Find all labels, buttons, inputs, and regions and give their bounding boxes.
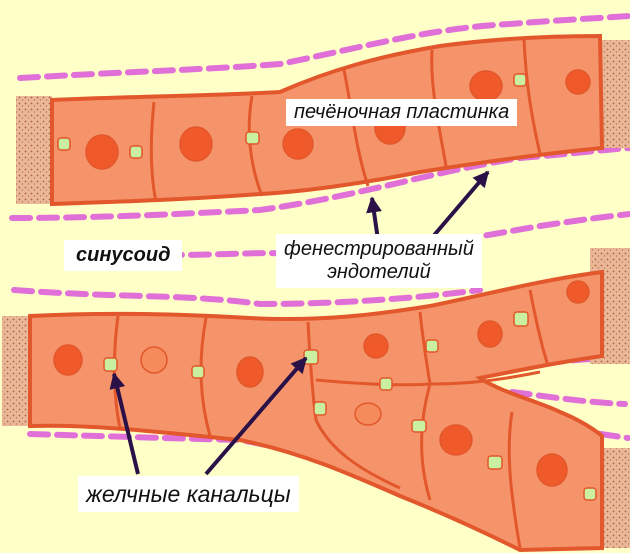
bile-canaliculus <box>130 146 142 158</box>
nucleus <box>470 71 502 101</box>
nucleus <box>567 281 589 303</box>
label-liver-plate: печёночная пластинка <box>286 99 517 126</box>
arrow-endothelium-2 <box>430 172 488 240</box>
bile-canaliculus <box>584 488 596 500</box>
label-endothelium-line1: фенестрированный <box>284 238 474 261</box>
bile-canaliculus <box>304 350 318 364</box>
nucleus <box>180 127 212 161</box>
nucleus <box>141 347 167 373</box>
bile-canaliculus <box>192 366 204 378</box>
bile-canaliculus <box>514 74 526 86</box>
label-endothelium-line2: эндотелий <box>284 261 474 284</box>
nucleus <box>440 425 472 455</box>
nucleus <box>86 135 118 169</box>
bile-canaliculus <box>380 378 392 390</box>
bile-canaliculus <box>58 138 70 150</box>
label-bile-canaliculi: желчные канальцы <box>78 476 299 512</box>
nucleus <box>54 345 82 375</box>
bile-canaliculus <box>314 402 326 415</box>
label-sinusoid: синусоид <box>64 240 182 271</box>
fibrous-edge-top-left <box>16 96 52 204</box>
nucleus <box>537 454 567 486</box>
bile-canaliculus <box>514 312 528 326</box>
nucleus <box>478 321 502 347</box>
nucleus <box>364 334 388 358</box>
bile-canaliculus <box>488 456 502 469</box>
label-fenestrated-endothelium: фенестрированный эндотелий <box>276 234 482 288</box>
nucleus <box>566 70 590 94</box>
nucleus <box>237 357 263 387</box>
bile-canaliculus <box>426 340 438 352</box>
bile-canaliculus <box>246 132 259 144</box>
nucleus <box>355 403 381 425</box>
bile-canaliculus <box>104 358 117 371</box>
endothelium-middle-lower <box>14 290 480 304</box>
bile-canaliculus <box>412 420 426 432</box>
nucleus <box>283 129 313 159</box>
